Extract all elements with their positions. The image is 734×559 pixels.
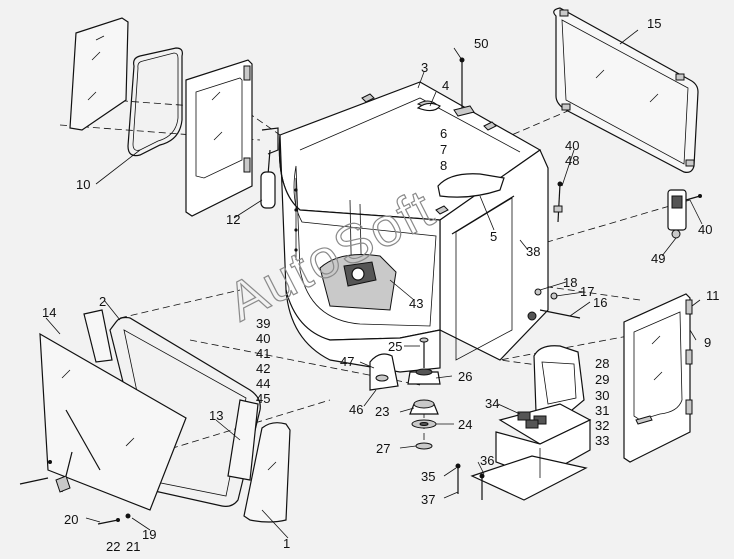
callout-12: 12 — [226, 212, 240, 227]
callout-42: 42 — [256, 361, 270, 376]
callout-40-c: 40 — [698, 222, 712, 237]
callout-31: 31 — [595, 403, 609, 418]
callout-24: 24 — [458, 417, 472, 432]
bolt-48 — [553, 181, 563, 223]
door-glass-left — [69, 17, 129, 131]
windshield-glass — [19, 332, 187, 511]
callout-11: 11 — [706, 288, 720, 303]
callout-27: 27 — [376, 441, 390, 456]
rear-glass — [553, 7, 699, 173]
cab-door-upper — [185, 59, 253, 217]
callout-37: 37 — [421, 492, 435, 507]
callout-16: 16 — [593, 295, 607, 310]
callout-30: 30 — [595, 388, 609, 403]
fasteners-35-37 — [455, 463, 485, 500]
callout-6: 6 — [440, 126, 447, 141]
mount-stack — [407, 337, 441, 450]
callout-40-b: 40 — [565, 138, 579, 153]
callout-32: 32 — [595, 418, 609, 433]
callout-10: 10 — [76, 177, 90, 192]
callouts: 1 2 3 4 5 6 7 8 9 10 11 12 13 14 15 16 1… — [42, 16, 720, 554]
callout-47: 47 — [340, 354, 354, 369]
callout-19: 19 — [142, 527, 156, 542]
callout-7: 7 — [440, 142, 447, 157]
callout-18: 18 — [563, 275, 577, 290]
rear-bracket — [667, 189, 702, 239]
right-door — [623, 293, 693, 463]
callout-9: 9 — [704, 335, 711, 350]
callout-20: 20 — [64, 512, 78, 527]
callout-13: 13 — [209, 408, 223, 423]
callout-49: 49 — [651, 251, 665, 266]
callout-3: 3 — [421, 60, 428, 75]
fasteners-16-18 — [527, 288, 581, 321]
callout-46: 46 — [349, 402, 363, 417]
callout-29: 29 — [595, 372, 609, 387]
small-side-glass — [243, 422, 291, 523]
callout-39: 39 — [256, 316, 270, 331]
callout-17: 17 — [580, 284, 594, 299]
callout-4: 4 — [442, 78, 449, 93]
rubber-mount-bracket — [369, 353, 399, 391]
callout-21: 21 — [126, 539, 140, 554]
callout-1: 1 — [283, 536, 290, 551]
leader-lines — [45, 29, 703, 539]
side-mirror — [260, 127, 279, 209]
callout-33: 33 — [595, 433, 609, 448]
callout-14: 14 — [42, 305, 56, 320]
callout-15: 15 — [647, 16, 661, 31]
door-seal-frame — [127, 47, 183, 157]
callout-26: 26 — [458, 369, 472, 384]
callout-22: 22 — [106, 539, 120, 554]
callout-50: 50 — [474, 36, 488, 51]
callout-44: 44 — [256, 376, 270, 391]
callout-5: 5 — [490, 229, 497, 244]
operator-seat — [470, 345, 592, 501]
callout-45: 45 — [256, 391, 270, 406]
callout-34: 34 — [485, 396, 499, 411]
corner-glass — [83, 309, 259, 481]
roof-hatch — [437, 173, 505, 198]
callout-48: 48 — [565, 153, 579, 168]
callout-28: 28 — [595, 356, 609, 371]
callout-35: 35 — [421, 469, 435, 484]
callout-8: 8 — [440, 158, 447, 173]
callout-2: 2 — [99, 294, 106, 309]
callout-25: 25 — [388, 339, 402, 354]
callout-40-a: 40 — [256, 331, 270, 346]
callout-43: 43 — [409, 296, 423, 311]
callout-36: 36 — [480, 453, 494, 468]
fasteners-19-22 — [97, 513, 131, 525]
callout-38: 38 — [526, 244, 540, 259]
callout-41: 41 — [256, 346, 270, 361]
roof-fittings — [416, 57, 475, 117]
callout-23: 23 — [375, 404, 389, 419]
